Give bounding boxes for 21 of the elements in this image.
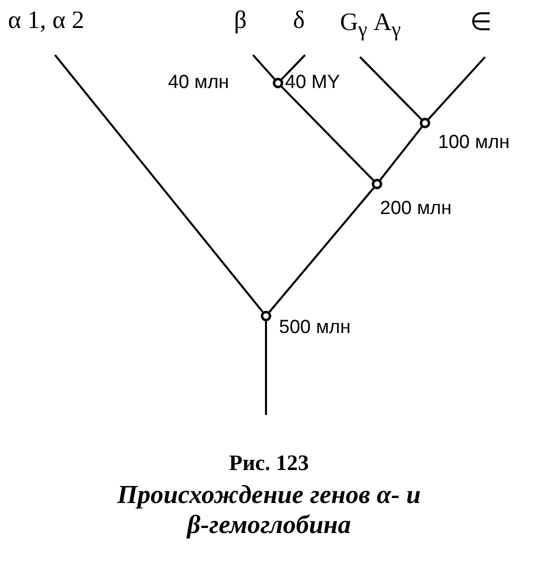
age-label: 100 млн (438, 133, 510, 152)
age-label: 40 MY (285, 73, 340, 92)
tree-branch (280, 86, 374, 182)
gene-label: β (234, 8, 247, 33)
gene-label: α 1, α 2 (8, 8, 84, 33)
gene-label: δ (293, 8, 305, 33)
tree-branch (428, 56, 486, 120)
figure-number: Рис. 123 (229, 450, 309, 476)
tree-branch (252, 54, 276, 80)
gene-label: ∈ (470, 10, 492, 35)
tree-branch (359, 56, 422, 120)
figure-caption: Происхождение генов α- и β-гемоглобина (116, 480, 422, 540)
tree-branch (268, 187, 375, 313)
tree-branch (54, 54, 264, 313)
age-label: 500 млн (279, 318, 351, 337)
tree-branch (265, 321, 267, 415)
age-label: 200 млн (380, 199, 452, 218)
tree-branch (280, 54, 306, 80)
tree-branch (379, 126, 423, 181)
gene-label: G$_{γ}$ A$_{γ}$ (340, 10, 401, 40)
age-label: 40 млн (168, 73, 230, 92)
